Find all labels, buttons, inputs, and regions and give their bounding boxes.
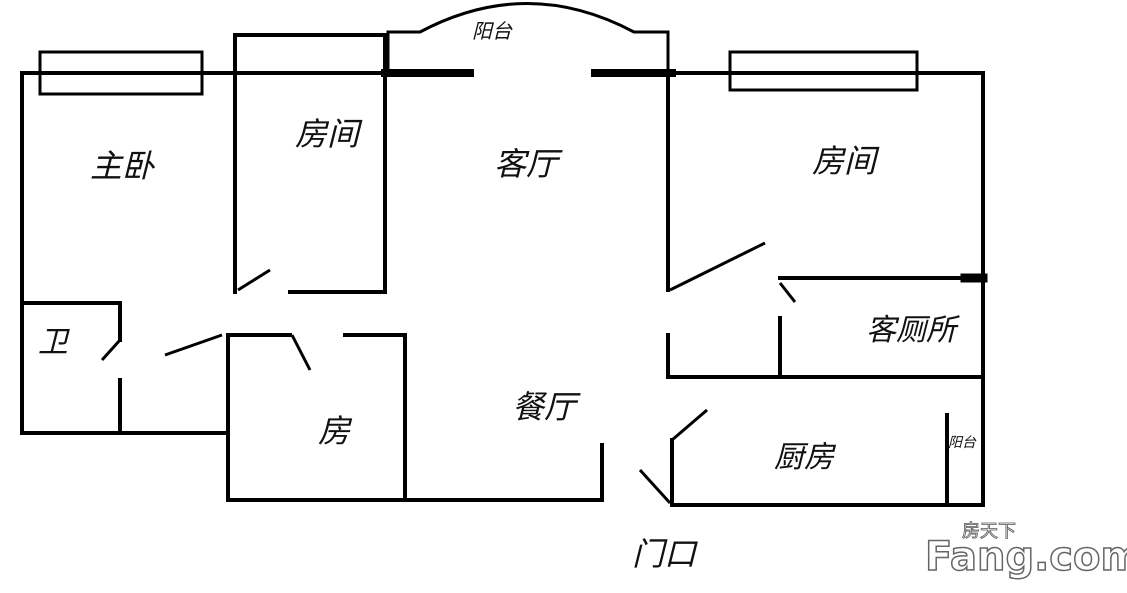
door-swings	[100, 241, 797, 505]
watermark-brand-en: Fang.com	[925, 534, 1127, 580]
walls	[20, 2, 988, 507]
balcony-top-label: 阳台	[472, 19, 513, 43]
master-bedroom-label: 主卧	[90, 147, 156, 185]
windows	[38, 50, 919, 96]
watermark: 房天下 Fang.com	[924, 521, 1127, 581]
bathroom-label: 卫	[38, 325, 70, 360]
living-room-label: 客厅	[494, 145, 563, 183]
dining-room-label: 餐厅	[512, 388, 581, 426]
guest-toilet-label: 客厕所	[866, 313, 960, 348]
room-upper-left-label: 房间	[295, 115, 363, 153]
small-room-label: 房	[318, 412, 353, 450]
entrance-label: 门口	[632, 535, 698, 573]
watermark-brand-cn: 房天下	[962, 521, 1016, 542]
balcony-kitchen-label: 阳台	[948, 435, 977, 451]
kitchen-label: 厨房	[774, 440, 837, 475]
labels: 主卧 房间 客厅 房间 卫 房 餐厅 客厕所 厨房 阳台 阳台 门口	[38, 19, 977, 573]
room-upper-right-label: 房间	[812, 142, 880, 180]
